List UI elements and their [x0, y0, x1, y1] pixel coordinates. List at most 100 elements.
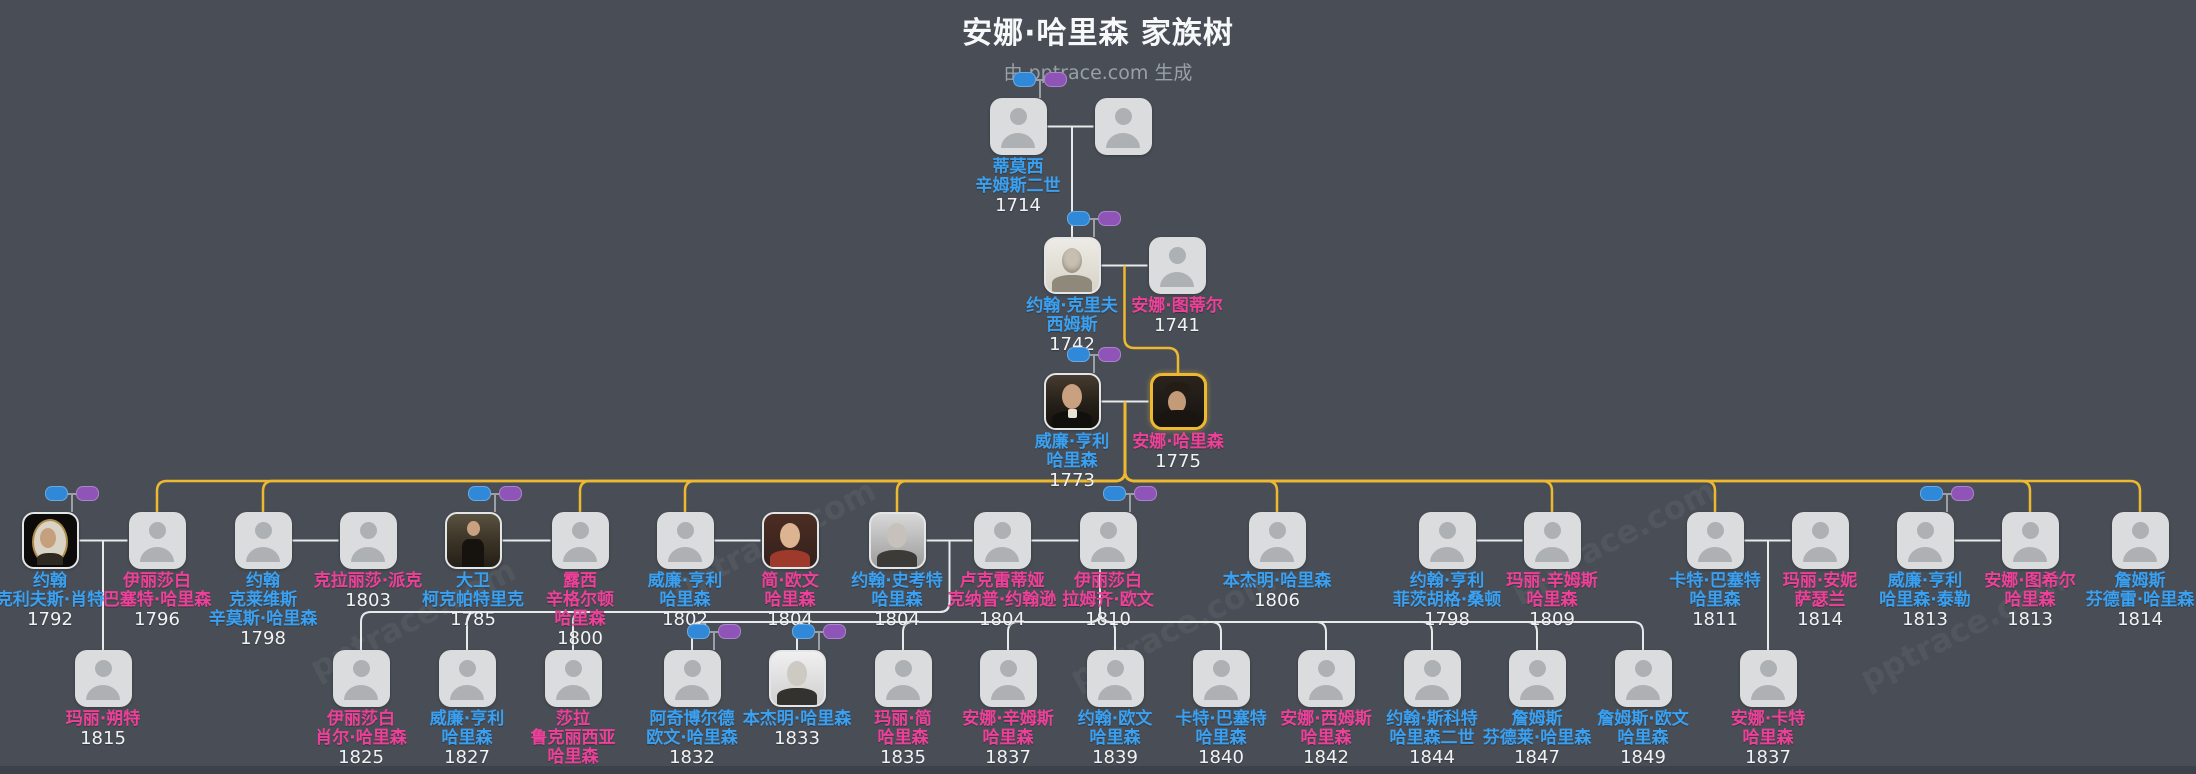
father-pill-icon[interactable]	[468, 486, 491, 501]
father-pill-icon[interactable]	[1013, 72, 1036, 87]
avatar[interactable]	[2001, 512, 2059, 569]
avatar[interactable]	[1418, 512, 1476, 569]
avatar[interactable]	[1079, 512, 1137, 569]
avatar[interactable]	[1614, 650, 1672, 707]
avatar[interactable]	[1094, 98, 1152, 155]
mother-pill-icon[interactable]	[1134, 486, 1157, 501]
avatar[interactable]	[2111, 512, 2169, 569]
avatar[interactable]	[663, 650, 721, 707]
avatar[interactable]	[973, 512, 1031, 569]
avatar[interactable]	[128, 512, 186, 569]
mother-pill-icon[interactable]	[76, 486, 99, 501]
portrait-image[interactable]	[444, 512, 502, 569]
parents-toggle[interactable]	[45, 486, 99, 512]
portrait-image[interactable]	[768, 650, 826, 707]
avatar[interactable]	[989, 98, 1047, 155]
avatar[interactable]	[1686, 512, 1744, 569]
father-pill-icon[interactable]	[687, 624, 710, 639]
parents-toggle[interactable]	[1103, 486, 1157, 512]
avatar[interactable]	[544, 650, 602, 707]
avatar[interactable]	[74, 650, 132, 707]
portrait-image[interactable]	[1149, 373, 1207, 430]
portrait-image[interactable]	[761, 512, 819, 569]
portrait-image[interactable]	[1043, 373, 1101, 430]
parents-toggle[interactable]	[1067, 211, 1121, 237]
avatar[interactable]	[1523, 512, 1581, 569]
avatar[interactable]	[1192, 650, 1250, 707]
father-pill-icon[interactable]	[1067, 211, 1090, 226]
mother-pill-icon[interactable]	[1098, 211, 1121, 226]
portrait-image[interactable]	[21, 512, 79, 569]
parents-toggle[interactable]	[792, 624, 846, 650]
avatar[interactable]	[1086, 650, 1144, 707]
avatar[interactable]	[1508, 650, 1566, 707]
mother-pill-icon[interactable]	[1098, 347, 1121, 362]
avatar[interactable]	[339, 512, 397, 569]
parents-toggle[interactable]	[1067, 347, 1121, 373]
avatar[interactable]	[332, 650, 390, 707]
parents-toggle[interactable]	[468, 486, 522, 512]
avatar[interactable]	[438, 650, 496, 707]
mother-pill-icon[interactable]	[1044, 72, 1067, 87]
avatar[interactable]	[1248, 512, 1306, 569]
avatar[interactable]	[1297, 650, 1355, 707]
avatar[interactable]	[551, 512, 609, 569]
person-node[interactable]	[1065, 98, 1181, 155]
avatar[interactable]	[1739, 650, 1797, 707]
portrait-image[interactable]	[868, 512, 926, 569]
portrait-image[interactable]	[1043, 237, 1101, 294]
avatar[interactable]	[234, 512, 292, 569]
person-node[interactable]: 莎拉鲁克丽西亚哈里森1829	[515, 650, 631, 774]
mother-pill-icon[interactable]	[823, 624, 846, 639]
father-pill-icon[interactable]	[45, 486, 68, 501]
avatar[interactable]	[979, 650, 1037, 707]
avatar[interactable]	[1791, 512, 1849, 569]
mother-pill-icon[interactable]	[718, 624, 741, 639]
mother-pill-icon[interactable]	[1951, 486, 1974, 501]
father-pill-icon[interactable]	[792, 624, 815, 639]
father-pill-icon[interactable]	[1067, 347, 1090, 362]
father-pill-icon[interactable]	[1920, 486, 1943, 501]
avatar[interactable]	[656, 512, 714, 569]
mother-pill-icon[interactable]	[499, 486, 522, 501]
avatar[interactable]	[1403, 650, 1461, 707]
avatar[interactable]	[1896, 512, 1954, 569]
parents-toggle[interactable]	[1013, 72, 1067, 98]
parents-toggle[interactable]	[1920, 486, 1974, 512]
